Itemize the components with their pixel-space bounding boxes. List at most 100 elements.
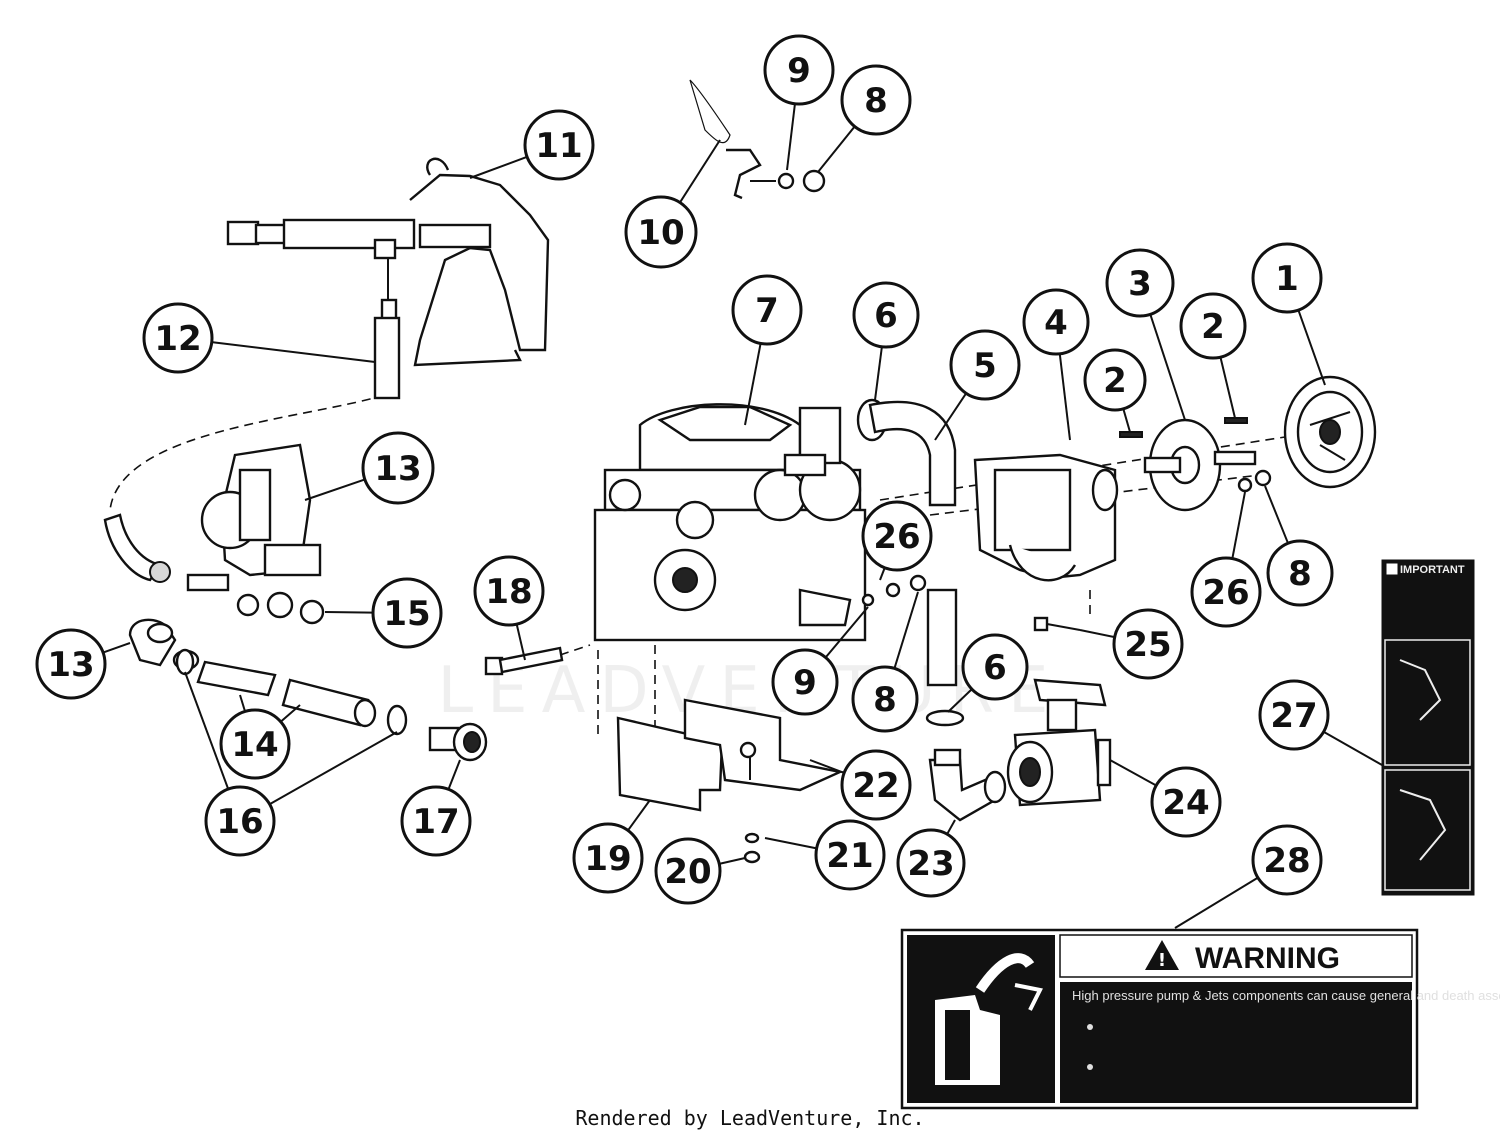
warning-decal-title: WARNING xyxy=(1195,942,1340,975)
callout-1: 1 xyxy=(1251,242,1323,314)
callout-20: 20 xyxy=(654,837,722,905)
callout-6: 6 xyxy=(852,281,920,349)
callout-leader-line xyxy=(102,642,131,654)
callout-leader-line xyxy=(1174,876,1259,929)
callout-leader-line xyxy=(879,567,886,581)
callout-8: 8 xyxy=(1266,539,1334,607)
callout-3: 3 xyxy=(1105,248,1175,318)
callout-circle xyxy=(1105,248,1175,318)
callout-circle xyxy=(851,665,919,733)
callout-leader-line xyxy=(744,343,762,426)
callout-leader-line xyxy=(239,694,247,712)
bolt-part-18 xyxy=(484,646,564,676)
callout-leader-line xyxy=(211,341,376,363)
pump-body-part-7 xyxy=(593,403,867,642)
callout-circle xyxy=(840,64,912,136)
callout-number: 13 xyxy=(47,645,94,685)
callout-14: 14 xyxy=(219,708,291,780)
cap-part-15 xyxy=(299,599,325,625)
callout-leader-line xyxy=(515,623,526,661)
warning-decal-text: High pressure pump & Jets components can… xyxy=(1072,988,1500,1003)
callout-number: 14 xyxy=(231,725,278,765)
hose-elbow-part-5 xyxy=(868,400,957,507)
callout-number: 9 xyxy=(787,51,811,91)
callout-26: 26 xyxy=(1190,556,1262,628)
callout-number: 15 xyxy=(383,594,430,634)
callout-15: 15 xyxy=(371,577,443,649)
fastener-part-20-21 xyxy=(739,741,761,864)
callout-circle xyxy=(852,281,920,349)
callout-number: 16 xyxy=(216,802,263,842)
callout-leader-line xyxy=(627,799,651,832)
callout-number: 13 xyxy=(374,449,421,489)
callout-circle xyxy=(624,195,698,269)
callout-leader-line xyxy=(1079,629,1115,639)
callout-22: 22 xyxy=(840,749,912,821)
important-decal-title: IMPORTANT xyxy=(1400,564,1465,576)
callout-26: 26 xyxy=(861,500,933,572)
callout-28: 28 xyxy=(1251,824,1323,896)
callout-leader-line xyxy=(184,671,230,790)
callout-circle xyxy=(1179,292,1247,360)
callout-19: 19 xyxy=(572,822,644,894)
callout-27: 27 xyxy=(1258,679,1330,751)
callout-leader-line xyxy=(946,819,956,835)
callout-23: 23 xyxy=(896,828,966,898)
callout-leader-line xyxy=(934,392,967,441)
callout-number: 25 xyxy=(1124,625,1171,665)
washer-nut-parts-right xyxy=(861,469,1272,607)
callout-circle xyxy=(731,274,803,346)
callout-circle xyxy=(204,785,276,857)
callout-leader-line xyxy=(269,731,398,806)
important-decal-part-27: IMPORTANT xyxy=(1381,559,1475,896)
callout-leader-line xyxy=(304,478,366,501)
callout-8: 8 xyxy=(840,64,912,136)
callout-circle xyxy=(219,708,291,780)
callout-25: 25 xyxy=(1112,608,1184,680)
callout-9: 9 xyxy=(771,648,839,716)
hose-segment xyxy=(926,588,958,687)
callout-circle xyxy=(861,500,933,572)
callout-number: 11 xyxy=(535,126,582,166)
callout-number: 22 xyxy=(852,766,899,806)
callout-circle xyxy=(654,837,722,905)
callout-number: 5 xyxy=(973,346,997,386)
callout-leader-line xyxy=(809,759,845,774)
callout-13: 13 xyxy=(35,628,107,700)
callout-leader-line xyxy=(280,704,301,723)
hose-part-14 xyxy=(196,660,377,728)
callout-leader-line xyxy=(874,346,883,401)
callout-circle xyxy=(814,819,886,891)
callout-circle xyxy=(572,822,644,894)
callout-number: 26 xyxy=(873,517,920,557)
clamp-part-16 xyxy=(175,648,408,736)
callout-leader-line xyxy=(469,155,528,179)
gear-case-part-4 xyxy=(973,453,1119,582)
callout-number: 7 xyxy=(755,291,779,331)
callout-circle xyxy=(523,109,595,181)
callout-number: 8 xyxy=(864,81,888,121)
callout-circle xyxy=(1190,556,1262,628)
callout-number: 26 xyxy=(1202,573,1249,613)
clip-part-10 xyxy=(689,79,826,200)
callout-number: 2 xyxy=(1103,361,1127,401)
callout-circle xyxy=(763,34,835,106)
callout-circle xyxy=(840,749,912,821)
svg-text:!: ! xyxy=(1158,950,1166,971)
callout-number: 28 xyxy=(1263,841,1310,881)
screw-part-25 xyxy=(1033,616,1081,632)
callout-circle xyxy=(961,633,1029,701)
callout-leader-line xyxy=(679,139,721,204)
callout-circle xyxy=(142,302,214,374)
callout-number: 27 xyxy=(1270,696,1317,736)
callout-leader-line xyxy=(817,125,856,173)
callout-leader-line xyxy=(1109,759,1157,787)
callout-circle xyxy=(1022,288,1090,356)
callout-number: 10 xyxy=(637,213,684,253)
regulator-part-13 xyxy=(103,443,322,619)
callout-2: 2 xyxy=(1179,292,1247,360)
callout-circle xyxy=(361,431,435,505)
footer-credit: Rendered by LeadVenture, Inc. xyxy=(575,1106,925,1130)
callout-number: 23 xyxy=(907,844,954,884)
callout-leader-line xyxy=(1122,408,1131,433)
